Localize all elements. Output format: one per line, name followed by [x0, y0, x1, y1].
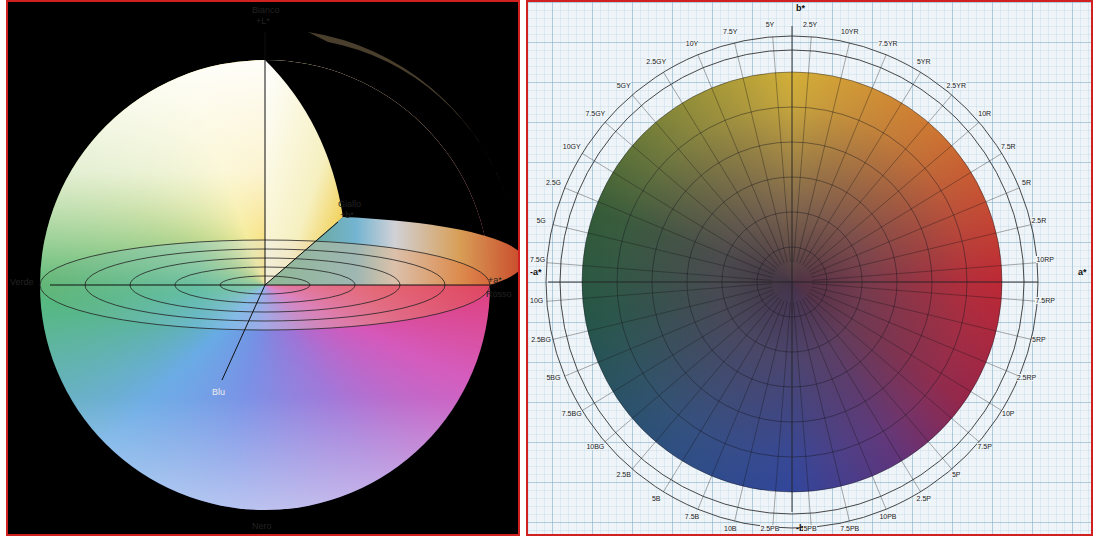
hue-spoke — [805, 95, 952, 267]
hue-spoke — [805, 297, 952, 469]
munsell-hue-label: 7.5RP — [1035, 297, 1054, 304]
munsell-hue-label: 7.5Y — [723, 28, 737, 35]
hue-spoke — [807, 122, 979, 269]
hue-spoke — [547, 284, 772, 302]
munsell-hue-label: 10Y — [686, 40, 698, 47]
munsell-hue-label: 10YR — [841, 28, 859, 35]
hue-spoke — [797, 43, 850, 263]
munsell-hue-label: 10PB — [879, 513, 896, 520]
chart-axis-label: -a* — [530, 268, 542, 277]
axis-label: Bianco — [252, 6, 280, 15]
hue-spoke — [812, 284, 1037, 302]
hue-spoke — [663, 72, 781, 265]
munsell-hue-label: 2.5YR — [947, 82, 966, 89]
munsell-hue-label: 2.5R — [1032, 217, 1047, 224]
hue-spoke — [605, 122, 777, 269]
hue-spoke — [547, 263, 772, 281]
hue-spoke — [807, 295, 979, 442]
munsell-hue-label: 5R — [1022, 179, 1031, 186]
munsell-hue-label: 5Y — [766, 21, 775, 28]
a-axis — [548, 282, 1038, 283]
munsell-hue-label: 7.5P — [977, 443, 991, 450]
hue-spoke — [553, 287, 773, 340]
munsell-hue-label: 7.5GY — [585, 110, 605, 117]
munsell-hue-label: 2.5G — [546, 179, 561, 186]
munsell-hue-label: 10RP — [1036, 256, 1054, 263]
munsell-hue-label: 2.5Y — [803, 21, 817, 28]
munsell-hue-label: 5GY — [617, 82, 631, 89]
hue-spoke — [565, 290, 774, 376]
munsell-hue-label: 2.5RP — [1017, 374, 1036, 381]
hue-spoke — [553, 225, 773, 278]
munsell-hue-label: 5BG — [546, 374, 560, 381]
munsell-hue-label: 2.5B — [617, 471, 631, 478]
munsell-hue-label: 7.5R — [1001, 143, 1016, 150]
munsell-hue-label: 5B — [652, 495, 661, 502]
munsell-hue-label: 10P — [1002, 410, 1014, 417]
munsell-hue-label: 5P — [952, 471, 961, 478]
hue-spoke — [794, 37, 812, 262]
hue-spoke — [811, 225, 1031, 278]
hue-label: Rosso — [486, 290, 512, 299]
hue-spoke — [811, 287, 1031, 340]
hue-spoke — [735, 43, 788, 263]
b-axis — [792, 26, 793, 512]
axis-label: +a* — [488, 276, 502, 285]
munsell-hue-label: 7.5G — [530, 256, 545, 263]
hue-spoke — [797, 301, 850, 521]
hue-spoke — [582, 292, 775, 410]
munsell-hue-label: 10R — [978, 110, 991, 117]
munsell-hue-label: 2.5P — [917, 495, 931, 502]
munsell-hue-label: 7.5B — [685, 513, 699, 520]
munsell-hue-label: 2.5GY — [646, 58, 666, 65]
chart-axis-label: a* — [1078, 268, 1087, 277]
hue-spoke — [802, 299, 920, 492]
hue-spoke — [605, 295, 777, 442]
munsell-hue-label: 10B — [724, 525, 736, 532]
hue-spoke — [809, 153, 1002, 271]
munsell-hue-label: 7.5YR — [878, 40, 897, 47]
munsell-hue-label: 2.5BG — [531, 336, 551, 343]
munsell-hue-label: 5YR — [917, 58, 931, 65]
hue-spoke — [810, 188, 1019, 274]
hue-spoke — [773, 302, 791, 527]
munsell-hue-label: 5PB — [803, 525, 816, 532]
hue-label: Verde — [10, 278, 34, 287]
hue-spoke — [794, 302, 812, 527]
axis-label: +L* — [256, 17, 270, 26]
hue-spoke — [773, 37, 791, 262]
munsell-hue-label: 5G — [536, 217, 545, 224]
munsell-hue-label: 10GY — [563, 143, 581, 150]
chart-axis-label: b* — [796, 4, 805, 13]
munsell-hue-label: 10G — [530, 297, 543, 304]
axis-label: +b* — [340, 211, 354, 220]
munsell-hue-label: 2.5PB — [760, 525, 779, 532]
axis-label: Nero — [252, 522, 272, 531]
hue-spoke — [800, 300, 886, 509]
munsell-hue-label: 10BG — [586, 443, 604, 450]
sphere-panel — [6, 0, 520, 536]
hue-spoke — [735, 301, 788, 521]
munsell-hue-label: 5RP — [1032, 336, 1046, 343]
chart-rings — [528, 2, 1093, 536]
hue-spoke — [632, 297, 779, 469]
sphere-drawing — [8, 2, 520, 536]
hue-spoke — [632, 95, 779, 267]
hue-spoke — [698, 55, 784, 264]
hue-label: Giallo — [338, 200, 361, 209]
hue-label: Blu — [212, 388, 225, 397]
hue-spoke — [812, 263, 1037, 281]
chart-panel — [526, 0, 1093, 536]
munsell-hue-label: 7.5PB — [840, 525, 859, 532]
munsell-hue-label: 7.5BG — [562, 410, 582, 417]
